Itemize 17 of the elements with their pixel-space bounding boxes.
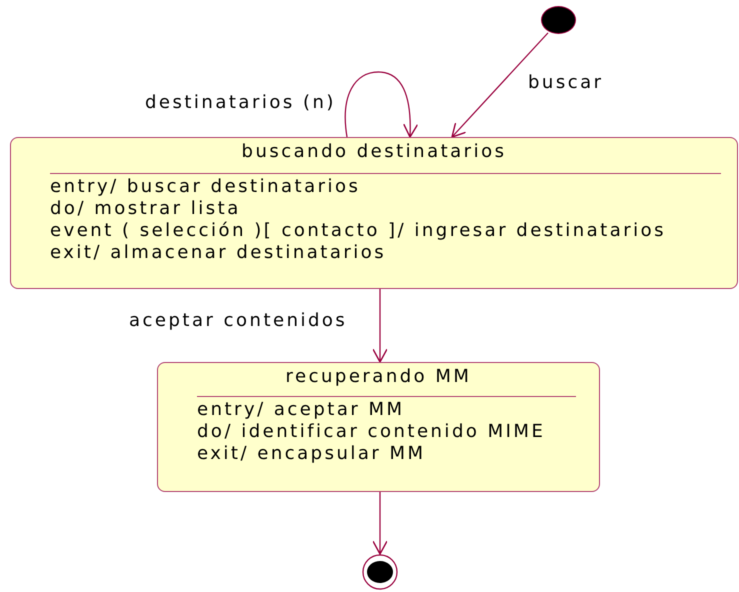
state-name: recuperando MM <box>284 366 472 388</box>
transition-arrow <box>344 71 418 138</box>
state-action: entry/ aceptar MM <box>197 399 406 421</box>
final-state <box>362 554 398 590</box>
state-action: do/ mostrar lista <box>50 198 242 220</box>
state-box <box>10 137 738 289</box>
state-action: exit/ almacenar destinatarios <box>50 242 388 264</box>
transition-arrow <box>372 289 388 363</box>
state-action: do/ identificar contenido MIME <box>197 421 546 443</box>
state-action: exit/ encapsular MM <box>197 443 427 465</box>
transition-arrow <box>372 492 388 555</box>
state-box <box>157 362 600 492</box>
state-action: event ( selección )[ contacto ]/ ingresar destinatarios <box>50 220 666 242</box>
state-action: entry/ buscar destinatarios <box>50 176 362 198</box>
transition-arrow <box>451 32 548 138</box>
initial-state <box>541 6 576 34</box>
state-name: buscando destinatarios <box>240 141 508 163</box>
